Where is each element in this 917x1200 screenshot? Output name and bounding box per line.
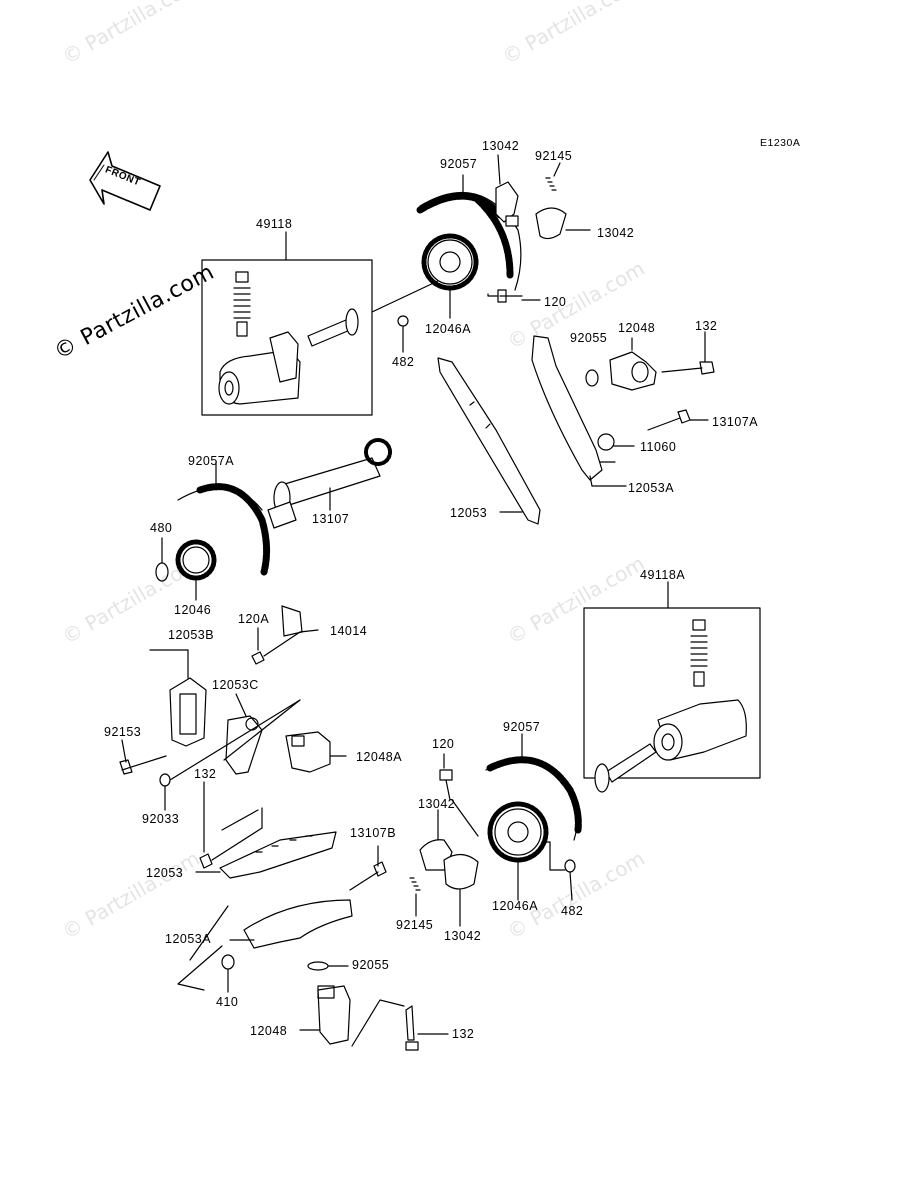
part-label: 480 xyxy=(150,521,173,535)
front-arrow-icon xyxy=(89,151,161,211)
part-label: 12053B xyxy=(168,628,215,642)
part-label: 12053C xyxy=(212,678,259,692)
part-label: 410 xyxy=(216,995,239,1009)
part-label: 92153 xyxy=(104,725,142,739)
part-label: 132 xyxy=(452,1027,475,1041)
part-label: 92055 xyxy=(570,331,608,345)
part-label: 13042 xyxy=(482,139,520,153)
diagram-code: E1230A xyxy=(760,137,801,149)
part-label: 14014 xyxy=(330,624,368,638)
camshaft-13107 xyxy=(267,438,392,529)
part-label: 13107B xyxy=(350,826,397,840)
part-label: 482 xyxy=(392,355,415,369)
part-label: 12046 xyxy=(174,603,212,617)
part-label: 13042 xyxy=(418,797,456,811)
part-label: 120 xyxy=(544,295,567,309)
part-label: 482 xyxy=(561,904,584,918)
part-label: 12053 xyxy=(450,506,488,520)
sprocket-12046A-lower xyxy=(487,801,549,863)
sprocket-12046A-upper xyxy=(421,233,479,291)
part-label: 92057 xyxy=(440,157,478,171)
part-label: 49118 xyxy=(256,217,293,231)
part-label: 12046A xyxy=(492,899,539,913)
part-label: 120 xyxy=(432,737,455,751)
part-label: 12048 xyxy=(250,1024,288,1038)
part-label: 92057 xyxy=(503,720,541,734)
part-label: 11060 xyxy=(640,440,677,454)
part-label: 132 xyxy=(695,319,718,333)
part-label: 13107A xyxy=(712,415,759,429)
part-label: 13042 xyxy=(444,929,482,943)
part-label: 13042 xyxy=(597,226,635,240)
part-label: 92057A xyxy=(188,454,235,468)
part-label: 120A xyxy=(238,612,270,626)
tensioner-49118-box xyxy=(201,231,373,416)
part-label: 92145 xyxy=(535,149,573,163)
part-label: 13107 xyxy=(312,512,350,526)
tensioner-49118A-box xyxy=(583,581,761,793)
part-label: 12053 xyxy=(146,866,184,880)
part-label: 12053A xyxy=(165,932,212,946)
part-label: 12048 xyxy=(618,321,656,335)
part-label: 132 xyxy=(194,767,217,781)
part-label: 92055 xyxy=(352,958,390,972)
part-label: 12048A xyxy=(356,750,403,764)
part-label: 12046A xyxy=(425,322,472,336)
part-label: 92145 xyxy=(396,918,434,932)
part-label: 92033 xyxy=(142,812,180,826)
part-label: 12053A xyxy=(628,481,675,495)
part-label: 49118A xyxy=(640,568,686,582)
